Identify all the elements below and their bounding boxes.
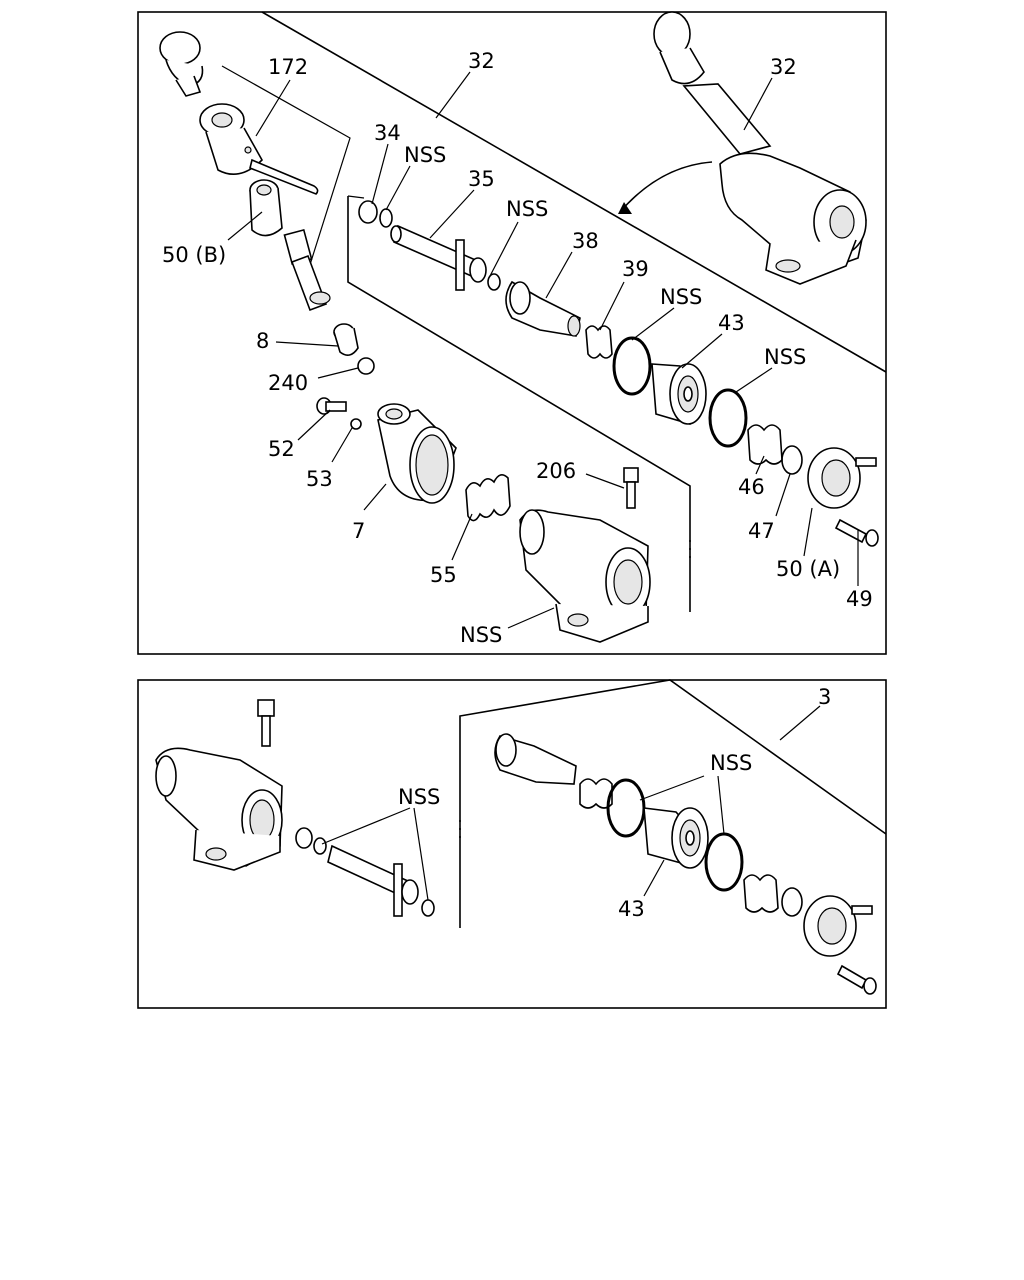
assembled-view-32 [618,11,867,285]
lower-panel-frame [137,679,887,1009]
label-7: 7 [352,519,365,543]
housing-nss [519,509,651,643]
washer-34 [358,200,378,224]
bracket-172 [221,65,351,291]
lower-spring-1 [579,778,613,809]
lower-housing [155,747,283,871]
label-47: 47 [748,519,775,543]
sleeve-8 [333,323,359,356]
label-43: 43 [718,311,745,335]
upper-panel: 172 32 32 34 NSS 35 NSS 38 39 NSS 43 NSS… [137,11,887,655]
spring-55 [465,474,511,522]
label-35: 35 [468,167,495,191]
shift-shaft [283,228,331,312]
label-240: 240 [268,371,308,395]
label-52: 52 [268,437,295,461]
bolt-206 [623,467,639,509]
lower-bolt [257,699,275,747]
lower-panel: 3 NSS NSS 43 [137,679,887,1009]
label-nss-3: NSS [660,285,702,309]
lower-washer [295,827,313,849]
label-43-lower: 43 [618,897,645,921]
lever-socket [199,103,263,176]
upper-leader-lines [227,71,859,629]
lower-piston [494,733,577,785]
lower-end-cap [803,895,873,957]
label-nss-4: NSS [764,345,806,369]
lower-oring-3 [606,778,646,838]
label-34: 34 [374,121,401,145]
label-3: 3 [818,685,831,709]
label-39: 39 [622,257,649,281]
upper-labels: 172 32 32 34 NSS 35 NSS 38 39 NSS 43 NSS… [162,49,873,647]
bolt-49 [834,518,879,547]
label-32-view: 32 [770,55,797,79]
lower-oring-1 [313,837,327,855]
label-206: 206 [536,459,576,483]
bearing-43 [651,363,707,425]
assembly-3-bracket [459,679,887,928]
label-nss-1: NSS [404,143,446,167]
lower-spring-2 [743,874,779,913]
oring-nss-2 [487,273,501,291]
label-8: 8 [256,329,269,353]
oring-nss-3 [612,336,652,396]
lower-washer-2 [781,887,803,917]
lower-oring-2 [421,899,435,917]
shaft-35 [390,224,487,291]
lower-leader-lines [321,705,821,901]
oring-nss-1 [379,208,393,228]
label-32-assembly: 32 [468,49,495,73]
end-cap-50a [807,447,877,509]
lower-oring-4 [704,832,744,892]
washer-47 [781,445,803,475]
oring-nss-4 [708,388,748,448]
label-55: 55 [430,563,457,587]
label-nss-lower-1: NSS [398,785,440,809]
label-49: 49 [846,587,873,611]
lower-shaft [327,844,419,917]
clip-240 [357,357,375,375]
label-50a: 50 (A) [776,557,840,581]
lower-labels: 3 NSS NSS 43 [398,685,831,921]
housing-7 [377,403,457,504]
label-38: 38 [572,229,599,253]
label-53: 53 [306,467,333,491]
bushing-50b [249,179,283,237]
upper-panel-frame [137,11,887,655]
pin [249,158,319,195]
label-50b: 50 (B) [162,243,226,267]
label-172: 172 [268,55,308,79]
spring-46 [747,424,783,465]
label-nss-5: NSS [460,623,502,647]
spring-39 [585,325,613,359]
assembly-32-bracket [261,11,887,373]
lower-bearing-43 [643,807,709,869]
label-46: 46 [738,475,765,499]
bolt-52 [316,397,347,415]
lower-cap-bolt [836,964,877,995]
label-nss-lower-2: NSS [710,751,752,775]
piston-38 [505,280,581,337]
shift-knob-left [159,31,204,97]
label-nss-2: NSS [506,197,548,221]
washer-53 [350,418,362,430]
